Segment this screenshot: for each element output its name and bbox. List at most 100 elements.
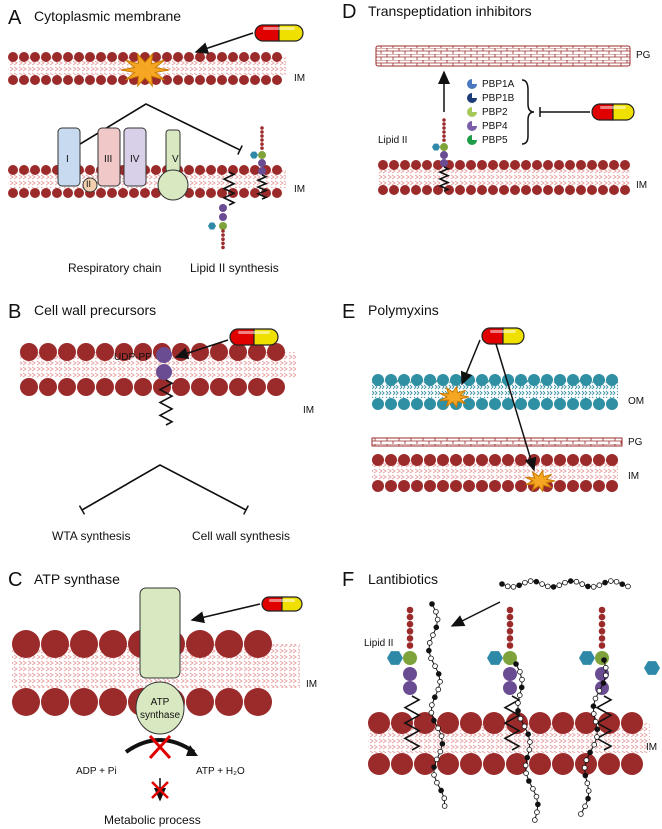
panel-b-membrane-head [77,343,95,361]
panel-a-membrane-top-head [206,52,216,62]
panel-d-membrane-head [609,185,619,195]
complex-i-label: I [66,154,69,165]
panel-a-membrane-top-head [19,75,29,85]
panel-d-membrane-head [400,160,410,170]
lantibiotic-left-bead [433,608,439,615]
panel-d-membrane-head [422,160,432,170]
panel-a-lipid-ii-upright-peptide [260,134,264,138]
panel-a-membrane-bottom-head [250,188,260,198]
panel-a-membrane-top-head [239,52,249,62]
atp-synthase-label-line2: synthase [140,710,180,721]
panel-f-lipid-ii-middle-peptide [506,642,514,649]
block-x-icon [151,781,169,799]
lantibiotic-right-bead [596,687,603,694]
panel-f-lipid-ii-middle-peptide [506,628,514,635]
panel-e-outer-membrane-head [372,398,384,410]
panel-d-membrane-head [389,185,399,195]
panel-e-inner-membrane-head [398,480,410,492]
lantibiotic-left-bead [426,640,433,646]
panel-f-membrane-head [598,712,620,734]
lantibiotic-right-bead [594,726,601,733]
panel-a-membrane-top-head [261,52,271,62]
panel-e-outer-membrane-head [437,374,449,386]
panel-a-membrane-top-head [118,52,128,62]
panel-d-membrane-head [576,160,586,170]
panel-e-outer-membrane-head [593,398,605,410]
panel-f-membrane-head [598,753,620,775]
panel-c-membrane-head [99,688,127,716]
lantibiotic-right-bead [585,788,592,794]
panel-a-lipid-ii-hex [208,222,216,230]
panel-f-lipid-ii-right-sugar-blue [644,661,660,675]
panel-f-lipid-ii-right-peptide [598,606,606,614]
lantibiotic-left-bead [438,733,445,739]
lantibiotic-left-bead [431,772,437,778]
lantibiotic-left-bead [438,787,444,794]
panel-a-membrane-top-head [184,75,194,85]
lantibiotic-free-bead [602,579,608,586]
lantibiotic-left-bead [435,725,441,732]
complex-iv-shape [123,127,147,187]
panel-e-inner-membrane-head [424,454,436,466]
panel-d-pg-label: PG [636,50,651,61]
lantibiotic-right-bead [601,657,607,663]
panel-e-outer-membrane-head [450,374,462,386]
panel-c-membrane-head [215,688,243,716]
panel-a-membrane-top-head [173,75,183,85]
complex-ii-shape [82,177,98,193]
panel-d-im-label: IM [636,180,647,191]
lantibiotic-middle-bead [530,785,536,792]
inhibition-bar [243,505,249,515]
panel-f-lipid-ii-right-peptide [598,642,606,649]
lantibiotic-middle-bead [527,739,533,745]
panel-f-membrane-head [414,712,436,734]
panel-a-membrane-bottom-head [52,188,62,198]
panel-a: A Cytoplasmic membrane IM IM Respiratory… [8,7,305,275]
panel-d-membrane-head [510,160,520,170]
panel-e-inner-membrane-head [385,454,397,466]
pbp1b-label: PBP1B [482,93,515,104]
panel-a-membrane-top-head [184,52,194,62]
lantibiotic-free-bead [510,584,517,590]
panel-d-lipid-ii-sugar-purple [440,159,448,168]
panel-d-membrane-head [554,160,564,170]
panel-e-arrow-om [460,339,481,386]
panel-a-membrane-bottom-head [129,188,139,198]
lantibiotic-left-bead [428,709,435,716]
panel-e-outer-membrane-head [476,374,488,386]
panel-a-lipid-ii-coil [222,171,236,206]
panel-a-membrane-top-head [107,52,117,62]
panel-c-membrane-head [70,688,98,716]
panel-a-membrane-bottom-head [206,188,216,198]
panel-f-lipid-ii-right-peptide [598,613,606,621]
panel-f-lipid-ii-middle-sugar-green [503,651,517,665]
panel-e-outer-membrane-head [411,374,423,386]
panel-f-membrane-head [506,753,528,775]
panel-b-drug-arrow [174,339,229,359]
panel-e-inner-membrane-head [515,480,527,492]
panel-c-im-label: IM [306,679,317,690]
panel-c: C ATP synthase IM ATP synthase ADP + Pi … [8,569,317,827]
panel-f: F Lantibiotics Lipid II IM [342,569,657,753]
panel-a-membrane-bottom-head [19,188,29,198]
inhibition-bar [78,505,86,515]
panel-a-membrane-top [8,52,286,85]
panel-a-lipid-ii-sugar [219,204,227,212]
panel-d-membrane-head [576,185,586,195]
pbp5-label: PBP5 [482,135,508,146]
panel-c-membrane-head [215,630,243,658]
panel-e-inner-membrane-head [554,480,566,492]
lantibiotic-free-bead [556,582,563,589]
panel-d-letter: D [342,1,356,23]
panel-a-membrane-bottom-head [41,165,51,175]
panel-b-membrane-head [191,378,209,396]
panel-d-lipid-ii-peptide [442,134,446,138]
panel-a-membrane-bottom-head [19,165,29,175]
panel-e-title: Polymyxins [368,302,439,318]
capsule-highlight [263,27,295,30]
panel-e-inner-membrane-head [593,454,605,466]
panel-f-membrane-head [621,753,643,775]
panel-a-membrane-top-head [162,52,172,62]
panel-d-membrane-head [598,160,608,170]
panel-e-inner-membrane-head [463,480,475,492]
